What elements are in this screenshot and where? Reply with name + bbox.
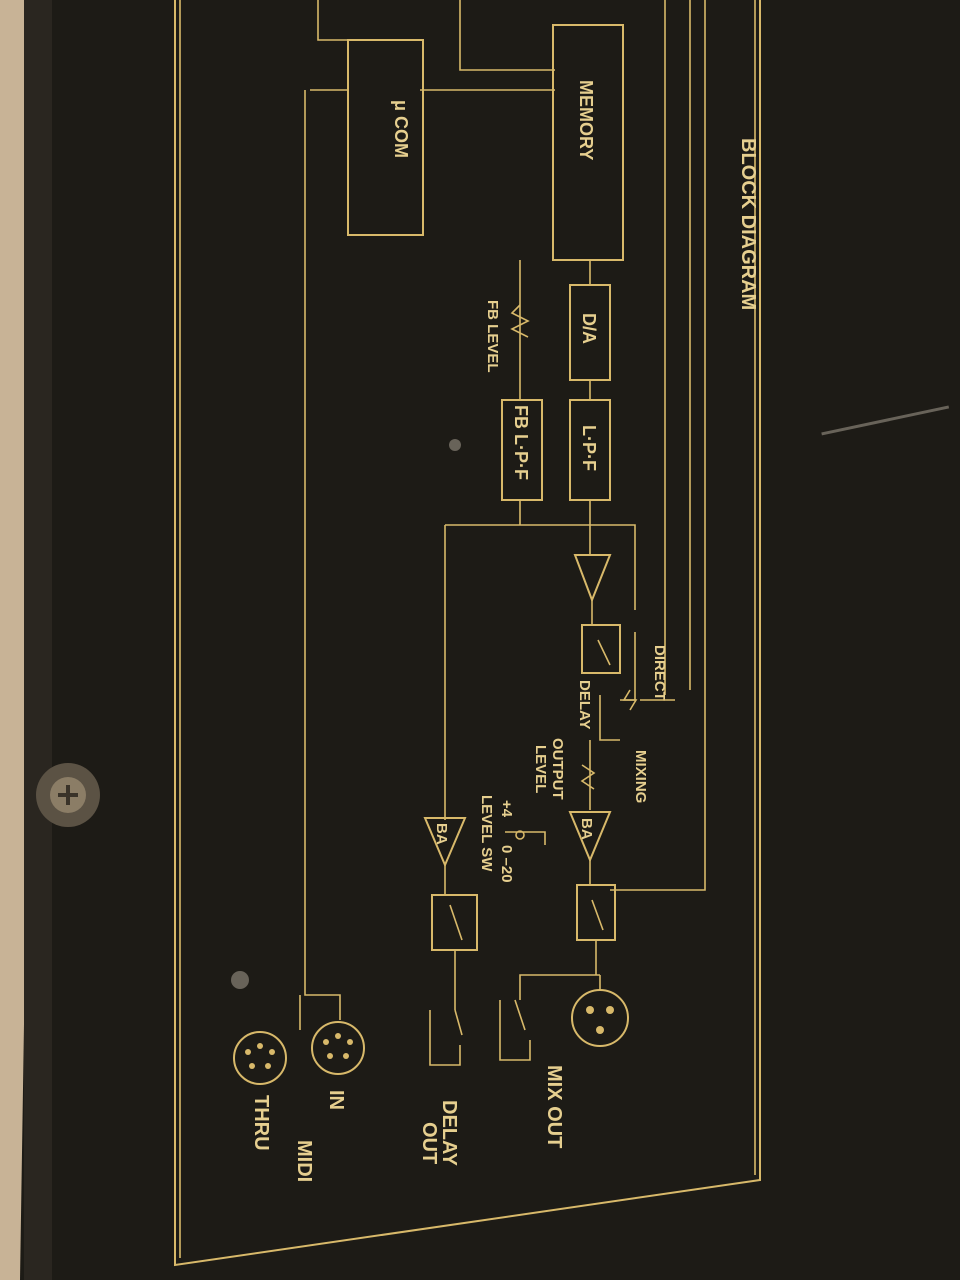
output-level-line2: LEVEL bbox=[532, 745, 549, 793]
screw-icon bbox=[36, 763, 100, 827]
signal-wires bbox=[444, 260, 636, 820]
ba-amp-right-icon bbox=[568, 811, 612, 863]
da-label: D/A bbox=[579, 313, 599, 344]
delay-direct-switch bbox=[581, 624, 621, 674]
mix-out-switch-contacts bbox=[589, 860, 604, 975]
inner-frame bbox=[179, 0, 756, 1258]
midi-wires bbox=[299, 990, 341, 1030]
level-switch-icon bbox=[505, 830, 546, 845]
delay-out-jack-icon bbox=[429, 1009, 463, 1066]
diagram-title: BLOCK DIAGRAM bbox=[737, 138, 759, 310]
lpf-label: L·P·F bbox=[579, 425, 599, 471]
output-level-pot-icon bbox=[580, 740, 596, 810]
direct-label: DIRECT bbox=[651, 645, 668, 701]
memory-block bbox=[552, 24, 624, 261]
fb-lpf-block bbox=[501, 399, 543, 501]
mixing-label: MIXING bbox=[632, 750, 649, 803]
ba-label-left: BA bbox=[433, 823, 450, 845]
micro-com-block bbox=[347, 39, 424, 236]
outer-frame bbox=[174, 0, 761, 1267]
delay-out-switch-contacts bbox=[444, 865, 463, 1010]
midi-in-connector-icon bbox=[311, 1021, 365, 1075]
fb-level-pot-icon bbox=[510, 304, 530, 338]
panel-edge bbox=[24, 0, 52, 1280]
fb-lpf-label: FB L·P·F bbox=[511, 405, 531, 480]
black-panel bbox=[20, 0, 960, 1280]
mix-out-jack-icon bbox=[499, 999, 531, 1061]
level-sw-minus: 0 –20 bbox=[498, 845, 515, 883]
midi-in-label: IN bbox=[325, 1090, 347, 1110]
midi-label: MIDI bbox=[293, 1140, 315, 1182]
mixing-pot-icon bbox=[599, 689, 675, 741]
delay-out-line2: OUT bbox=[418, 1122, 440, 1164]
delay-out-line1: DELAY bbox=[438, 1100, 460, 1167]
midi-thru-label: THRU bbox=[250, 1095, 272, 1151]
control-wires bbox=[304, 0, 706, 990]
fb-level-label: FB LEVEL bbox=[484, 300, 501, 373]
ba-amp-left-icon bbox=[423, 817, 467, 868]
micro-com-label: μ COM bbox=[391, 100, 411, 158]
scratch-mark bbox=[231, 971, 249, 989]
level-sw-label: LEVEL SW bbox=[478, 795, 495, 872]
mix-out-wires bbox=[519, 974, 601, 1000]
buffer-amp-icon bbox=[573, 554, 612, 603]
scratch-mark bbox=[821, 405, 950, 436]
memory-label: MEMORY bbox=[576, 80, 596, 160]
output-level-line1: OUTPUT bbox=[549, 738, 566, 800]
level-sw-plus: +4 bbox=[498, 800, 515, 818]
midi-thru-connector-icon bbox=[233, 1031, 287, 1085]
mix-out-label: MIX OUT bbox=[543, 1065, 565, 1148]
scratch-mark bbox=[449, 439, 461, 451]
ba-label-right: BA bbox=[578, 818, 595, 840]
delay-label: DELAY bbox=[576, 680, 593, 729]
